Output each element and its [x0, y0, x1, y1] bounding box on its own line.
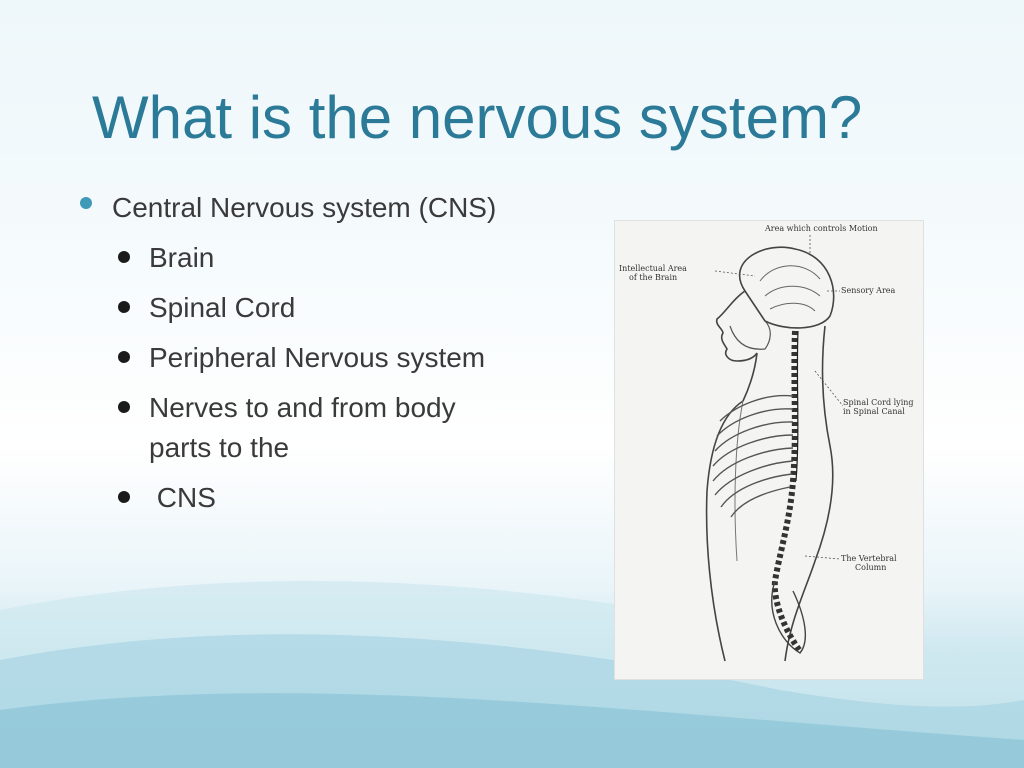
bullet-text: Central Nervous system (CNS) [112, 192, 497, 223]
bullet-text: Brain [149, 242, 215, 273]
bullet-icon [118, 401, 130, 413]
label-intellectual-area-2: of the Brain [629, 273, 677, 282]
label-spinal-cord-2: in Spinal Canal [843, 407, 905, 416]
bullet-icon [118, 251, 130, 263]
label-sensory-area: Sensory Area [841, 286, 896, 295]
bullet-icon [118, 351, 130, 363]
bullet-item-cns: Central Nervous system (CNS) [78, 188, 518, 228]
bullet-text: Nerves to and from body parts to the [149, 392, 456, 463]
label-motion-area: Area which controls Motion [764, 224, 878, 233]
slide-title: What is the nervous system? [92, 84, 863, 151]
label-vertebral-column-2: Column [855, 563, 886, 572]
bullet-icon [118, 301, 130, 313]
bullet-text: CNS [149, 482, 216, 513]
bullet-item-cns-short: CNS [78, 478, 518, 518]
bullet-list: Central Nervous system (CNS) Brain Spina… [78, 188, 518, 528]
label-intellectual-area-1: Intellectual Area [619, 264, 687, 273]
bullet-item-pns: Peripheral Nervous system [78, 338, 518, 378]
bullet-item-brain: Brain [78, 238, 518, 278]
label-vertebral-column-1: The Vertebral [841, 554, 897, 563]
bullet-icon [80, 197, 92, 209]
label-spinal-cord-1: Spinal Cord lying [843, 398, 914, 407]
bullet-item-nerves: Nerves to and from body parts to the [78, 388, 518, 468]
background-wave [0, 581, 1024, 768]
anatomy-drawing: Area which controls Motion Intellectual … [619, 224, 914, 662]
bullet-icon [118, 491, 130, 503]
nervous-system-illustration: Area which controls Motion Intellectual … [614, 220, 924, 680]
bullet-text: Spinal Cord [149, 292, 296, 323]
bullet-item-spinal-cord: Spinal Cord [78, 288, 518, 328]
bullet-text: Peripheral Nervous system [149, 342, 486, 373]
